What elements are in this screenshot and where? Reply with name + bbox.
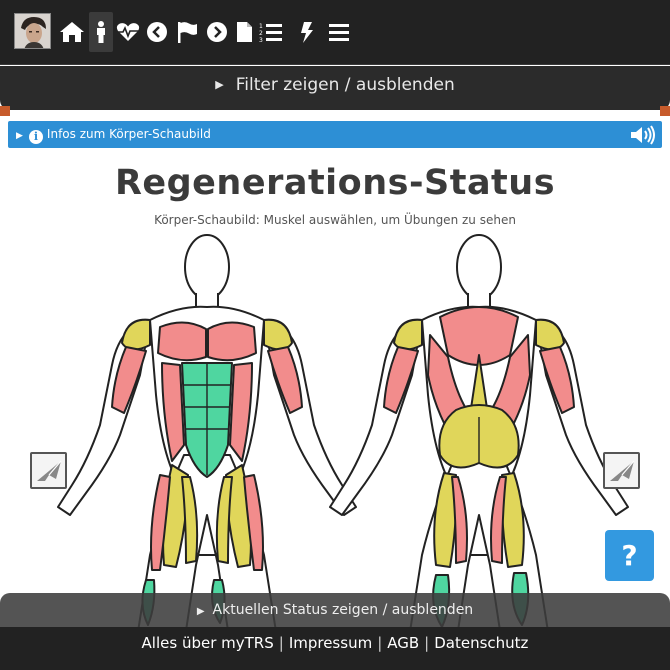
paper-plane-icon xyxy=(609,460,634,481)
page-title: Regenerations-Status xyxy=(114,163,556,203)
footer-separator: | xyxy=(377,634,383,652)
footer-separator: | xyxy=(278,634,284,652)
expand-triangle-icon: ▶ xyxy=(215,78,224,91)
footer-link-about[interactable]: Alles über myTRS xyxy=(141,634,274,652)
footer-separator: | xyxy=(424,634,430,652)
speaker-icon[interactable] xyxy=(630,125,656,155)
svg-text:3: 3 xyxy=(259,37,263,42)
info-bar-label: Infos zum Körper-Schaubild xyxy=(46,127,211,141)
heartbeat-icon[interactable] xyxy=(114,12,142,52)
svg-text:1: 1 xyxy=(259,23,263,30)
right-accent xyxy=(660,106,670,116)
bolt-icon[interactable] xyxy=(293,12,321,52)
send-left-button[interactable] xyxy=(30,452,67,489)
footer-link-agb[interactable]: AGB xyxy=(387,634,420,652)
flag-icon[interactable] xyxy=(173,12,201,52)
left-accent xyxy=(0,106,10,116)
chevron-right-icon[interactable] xyxy=(203,12,231,52)
footer: Alles über myTRS|Impressum|AGB|Datenschu… xyxy=(0,627,670,670)
footer-link-impressum[interactable]: Impressum xyxy=(288,634,373,652)
status-toggle[interactable]: ▶ Aktuellen Status zeigen / ausblenden xyxy=(0,593,670,627)
footer-link-datenschutz[interactable]: Datenschutz xyxy=(434,634,529,652)
help-button[interactable]: ? xyxy=(605,530,654,581)
svg-text:2: 2 xyxy=(259,30,263,37)
paper-plane-icon xyxy=(36,460,61,481)
page-subtitle: Körper-Schaubild: Muskel auswählen, um Ü… xyxy=(154,213,516,227)
menu-icon[interactable] xyxy=(325,12,353,52)
filter-toggle-label: Filter zeigen / ausblenden xyxy=(235,75,455,95)
person-icon[interactable] xyxy=(89,12,113,52)
home-icon[interactable] xyxy=(58,12,86,52)
expand-triangle-icon: ▶ xyxy=(196,606,205,617)
status-toggle-label: Aktuellen Status zeigen / ausblenden xyxy=(212,602,474,618)
info-icon: i xyxy=(28,130,43,144)
chevron-left-icon[interactable] xyxy=(143,12,171,52)
send-right-button[interactable] xyxy=(603,452,640,489)
expand-triangle-icon: ▶ xyxy=(16,131,23,141)
filter-toggle[interactable]: ▶ Filter zeigen / ausblenden xyxy=(0,66,670,110)
document-icon[interactable] xyxy=(230,12,258,52)
user-avatar[interactable] xyxy=(14,13,51,49)
